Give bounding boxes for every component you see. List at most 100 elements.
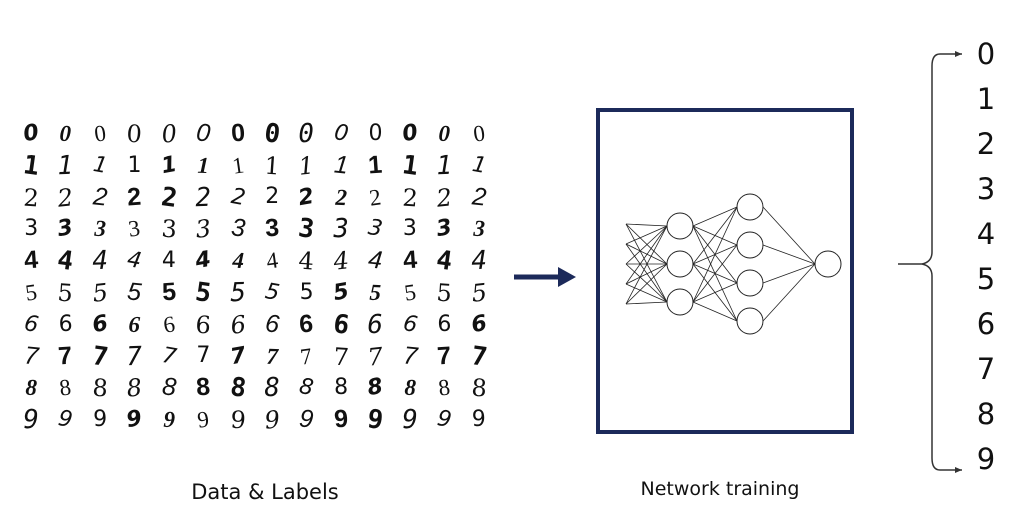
digit-sample: 5 [469, 278, 488, 308]
digit-sample: 0 [438, 121, 451, 147]
network-connection [625, 263, 668, 305]
digit-sample: 2 [159, 181, 179, 214]
digit-sample: 2 [91, 182, 109, 212]
digit-sample: 0 [298, 118, 315, 150]
arrow-right-icon [514, 267, 576, 287]
digit-sample: 6 [194, 310, 212, 340]
digit-sample: 3 [264, 214, 281, 244]
digit-sample: 0 [125, 119, 144, 149]
digit-sample: 0 [159, 119, 178, 149]
network-connection [625, 223, 668, 303]
network-connection [625, 225, 668, 285]
hidden-neuron [666, 212, 694, 240]
digit-sample: 3 [366, 215, 385, 243]
digit-sample: 9 [435, 406, 454, 434]
digit-sample: 6 [468, 310, 489, 338]
network-connection [625, 225, 668, 265]
digit-sample: 4 [161, 248, 176, 274]
output-neuron [814, 250, 842, 278]
digit-sample: 6 [263, 309, 281, 339]
digit-sample: 2 [470, 182, 488, 212]
network-connection [762, 263, 816, 284]
network-connection [692, 301, 738, 322]
digit-sample: 0 [262, 117, 283, 150]
digit-sample: 0 [195, 118, 212, 149]
digit-sample: 8 [195, 373, 212, 403]
digit-sample: 1 [263, 151, 281, 181]
digit-sample: 5 [299, 279, 314, 305]
digit-sample: 1 [400, 149, 420, 182]
output-class-label: 4 [976, 217, 996, 251]
digit-sample: 7 [22, 341, 40, 371]
output-class-label: 9 [976, 442, 996, 476]
network-connection [692, 206, 738, 303]
digit-sample: 2 [265, 184, 280, 210]
network-connection [692, 206, 738, 265]
digit-sample: 5 [193, 276, 214, 309]
digit-sample: 1 [469, 151, 488, 179]
digit-sample: 5 [435, 278, 453, 308]
network-connection [692, 282, 738, 303]
hidden-neuron [736, 193, 764, 221]
digit-sample: 1 [297, 150, 316, 181]
digit-sample: 1 [21, 149, 42, 182]
digit-sample: 4 [434, 245, 455, 278]
output-class-label: 1 [976, 82, 996, 116]
digit-sample: 2 [334, 184, 348, 211]
digit-sample: 2 [401, 182, 419, 212]
digit-sample: 6 [298, 309, 315, 339]
digit-sample: 8 [334, 375, 349, 401]
digit-sample: 1 [332, 150, 350, 180]
digit-sample: 9 [124, 405, 145, 434]
digit-sample: 9 [56, 406, 75, 434]
digit-sample: 6 [22, 310, 41, 338]
digit-sample: 9 [263, 405, 282, 435]
digit-sample: 8 [297, 374, 316, 402]
caption-network-training: Network training [640, 478, 800, 500]
digit-sample: 9 [195, 406, 211, 434]
caption-data-labels: Data & Labels [191, 480, 339, 504]
digit-sample: 7 [57, 341, 74, 371]
digit-sample: 1 [367, 150, 384, 180]
network-connection [625, 243, 668, 303]
digit-sample: 3 [24, 216, 39, 242]
digit-sample: 1 [91, 151, 110, 179]
network-connection [625, 283, 668, 303]
network-connection [625, 223, 668, 265]
digit-sample: 6 [228, 309, 247, 340]
digit-sample: 6 [367, 309, 384, 340]
digit-sample: 6 [58, 311, 73, 337]
digit-sample: 4 [91, 245, 109, 277]
digit-sample: 6 [90, 310, 110, 338]
hidden-neuron [736, 269, 764, 297]
hidden-neuron [736, 307, 764, 335]
digit-sample: 5 [126, 277, 143, 308]
network-connection [762, 206, 816, 265]
output-class-label: 0 [976, 37, 996, 71]
digit-sample: 9 [93, 407, 108, 433]
digit-sample: 4 [55, 245, 76, 278]
digit-sample: 7 [196, 343, 211, 369]
digit-sample: 8 [263, 373, 281, 404]
digit-sample: 4 [401, 246, 418, 276]
digit-sample: 5 [160, 277, 177, 307]
digit-sample: 9 [471, 407, 486, 433]
network-connection [625, 243, 668, 265]
digit-sample: 7 [436, 341, 453, 371]
digit-sample: 5 [91, 278, 110, 308]
digit-sample: 1 [159, 151, 179, 179]
network-connection [625, 301, 668, 305]
digit-sample: 0 [229, 118, 246, 148]
digit-sample: 3 [402, 216, 417, 242]
digit-sample: 3 [332, 214, 350, 245]
hidden-neuron [666, 288, 694, 316]
digit-sample: 4 [23, 246, 40, 276]
network-connection [625, 263, 668, 303]
output-class-label: 2 [976, 127, 996, 161]
output-class-label: 6 [976, 307, 996, 341]
network-connection [692, 244, 738, 303]
digit-sample: 9 [229, 405, 247, 435]
digit-sample: 1 [57, 150, 74, 181]
digit-sample: 7 [90, 340, 110, 373]
